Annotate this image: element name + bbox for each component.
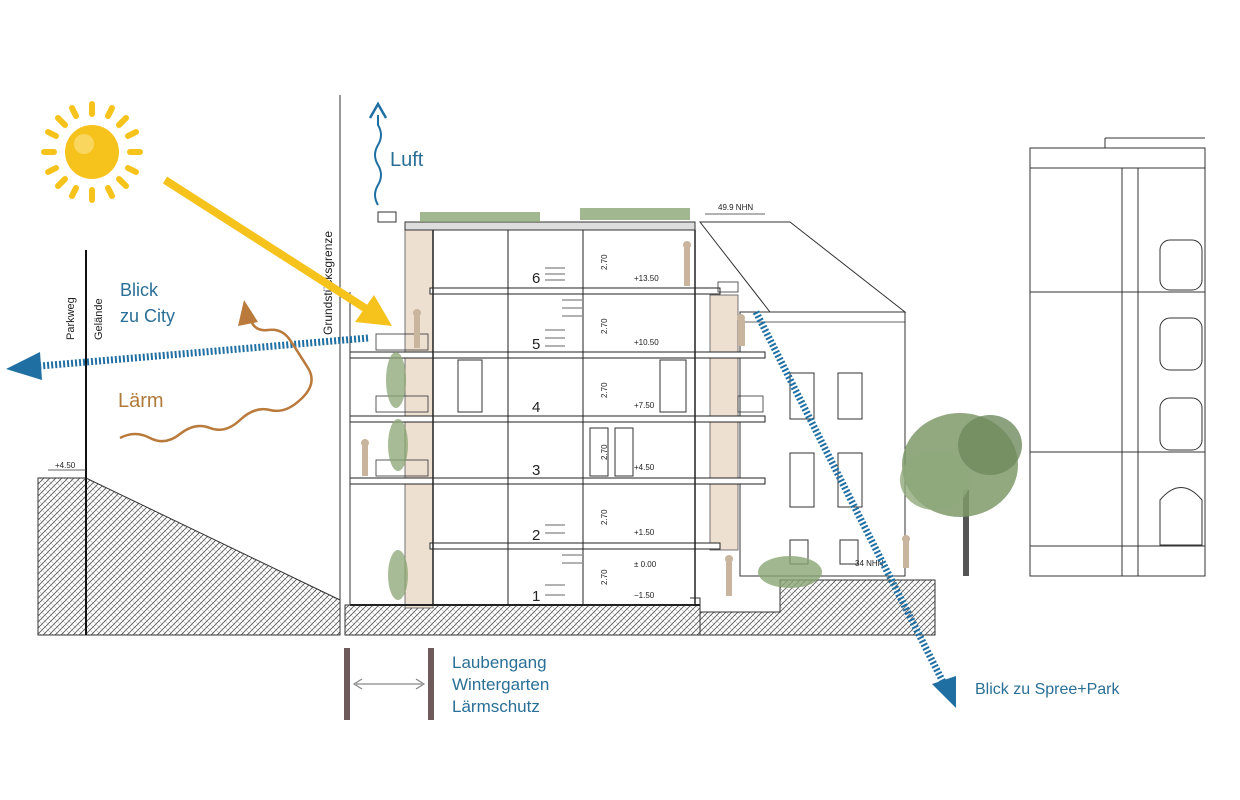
level-label-4: +7.50 — [634, 401, 655, 410]
noise-label: Lärm — [118, 390, 164, 412]
left-terrain — [37, 477, 341, 636]
height-label-3: 2.70 — [600, 444, 609, 460]
sun-ray-arrow — [162, 176, 392, 326]
legend-text: Laubengang Wintergarten Lärmschutz — [452, 652, 549, 718]
height-label-5: 2.70 — [600, 318, 609, 334]
view-city-arrow — [6, 334, 369, 380]
level-label-basement: −1.50 — [634, 591, 655, 600]
level-label-2: +1.50 — [634, 528, 655, 537]
sun-icon — [41, 101, 143, 203]
view-city-label-2: zu City — [120, 306, 175, 326]
right-terrain — [699, 579, 936, 636]
legend-line-wintergarten: Wintergarten — [452, 675, 550, 694]
view-spree-arrow — [752, 310, 956, 708]
floor-number-3: 3 — [532, 462, 540, 479]
floor-number-6: 6 — [532, 270, 540, 287]
legend-bracket — [344, 648, 434, 720]
level-label-3: +4.50 — [634, 463, 655, 472]
level-label-6: +13.50 — [634, 274, 659, 283]
level-label-5: +10.50 — [634, 338, 659, 347]
ground-level-label: +4.50 — [55, 461, 76, 470]
height-label-1: 2.70 — [600, 569, 609, 585]
floor-number-1: 1 — [532, 588, 540, 605]
floor-number-2: 2 — [532, 527, 540, 544]
air-label: Luft — [390, 149, 424, 171]
height-label-4: 2.70 — [600, 382, 609, 398]
level-label-1: ± 0.00 — [634, 560, 657, 569]
people-figures — [361, 241, 910, 596]
parkweg-label: Parkweg — [65, 297, 77, 340]
legend-line-laubengang: Laubengang — [452, 653, 547, 672]
floor-number-5: 5 — [532, 336, 540, 353]
view-city-label-1: Blick — [120, 280, 159, 300]
tree — [900, 413, 1022, 576]
height-label-2: 2.70 — [600, 509, 609, 525]
height-label-6: 2.70 — [600, 254, 609, 270]
noise-wave — [119, 300, 313, 443]
far-right-building — [1029, 137, 1206, 577]
legend-line-laermschutz: Lärmschutz — [452, 697, 540, 716]
view-spree-label: Blick zu Spree+Park — [975, 681, 1121, 698]
shrub — [758, 556, 822, 588]
main-building — [344, 208, 766, 636]
nhn-top-label: 49.9 NHN — [718, 203, 753, 212]
gelaende-label: Gelände — [93, 298, 105, 340]
air-arrow — [368, 101, 388, 206]
neighbour-building — [698, 221, 907, 577]
nhn-bottom-label: 34 NHN — [855, 559, 884, 568]
floor-number-4: 4 — [532, 399, 540, 416]
